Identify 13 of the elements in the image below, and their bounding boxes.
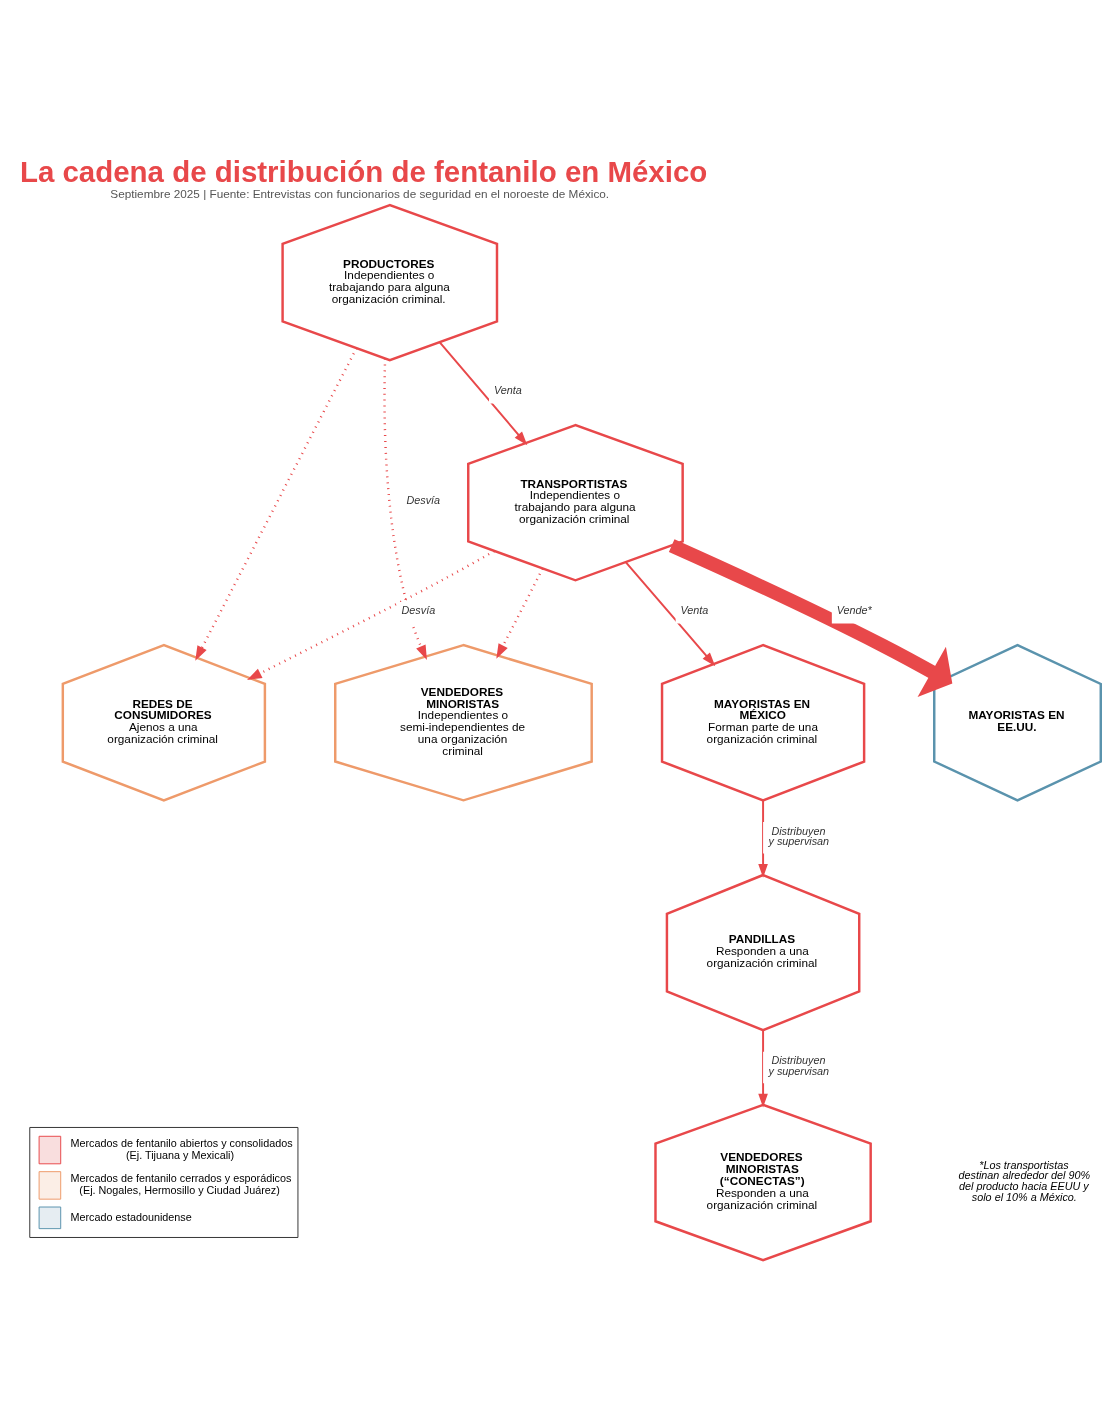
edge-label: Distribuyen y supervisan: [768, 824, 830, 848]
edge-label: Vende*: [836, 604, 872, 617]
edge-label: Venta: [680, 604, 709, 617]
legend-label: Mercado estadounidense: [70, 1210, 192, 1223]
edge-label: Distribuyen y supervisan: [768, 1054, 830, 1078]
caption: Septiembre 2025 | Fuente: Entrevistas con funcionarios de seguridad en el noroeste de México.: [110, 186, 610, 200]
edge-label: Desvía: [406, 494, 441, 507]
edge-label: Desvía: [401, 604, 436, 617]
legend-label: Mercados de fentanilo abiertos y consolidados (Ej. Tijuana y Mexicali): [70, 1136, 293, 1161]
edge-label: Venta: [493, 384, 522, 397]
legend-label: Mercados de fentanilo cerrados y esporádicos (Ej. Nogales, Hermosillo y Ciudad Juárez): [70, 1172, 292, 1197]
diagram-title: La cadena de distribución de fentanilo en México: [19, 155, 708, 189]
label: *Los transportistas destinan alrededor del 90% del producto hacia EEUU y solo el 10% a México.: [958, 1158, 1091, 1203]
